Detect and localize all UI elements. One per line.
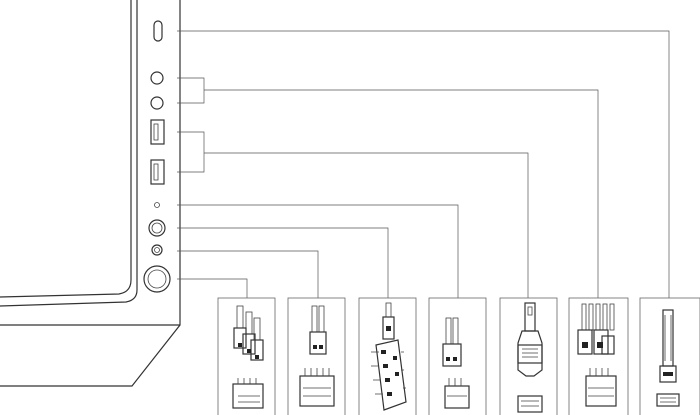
usb-a-port-icon [150,119,165,145]
usb3-header-icon [499,297,558,415]
usb-c-header-icon [639,297,700,415]
small-button-icon [151,244,163,256]
audio-jack-icon [150,71,164,85]
hd-audio-header-icon [568,297,629,415]
led-indicator-icon [154,202,160,208]
power-switch-header-icon [217,297,276,415]
usb-a-port-icon [150,159,165,185]
reset-switch-header-icon [287,297,346,415]
led-header-icon [428,297,487,415]
power-button-icon [143,265,171,293]
usb-c-port-icon [153,20,163,42]
leader-lines [177,30,670,298]
fan-hub-board-icon [358,297,417,415]
case-chassis-outline [0,0,181,387]
audio-jack-icon [150,96,164,110]
reset-button-icon [148,219,166,237]
